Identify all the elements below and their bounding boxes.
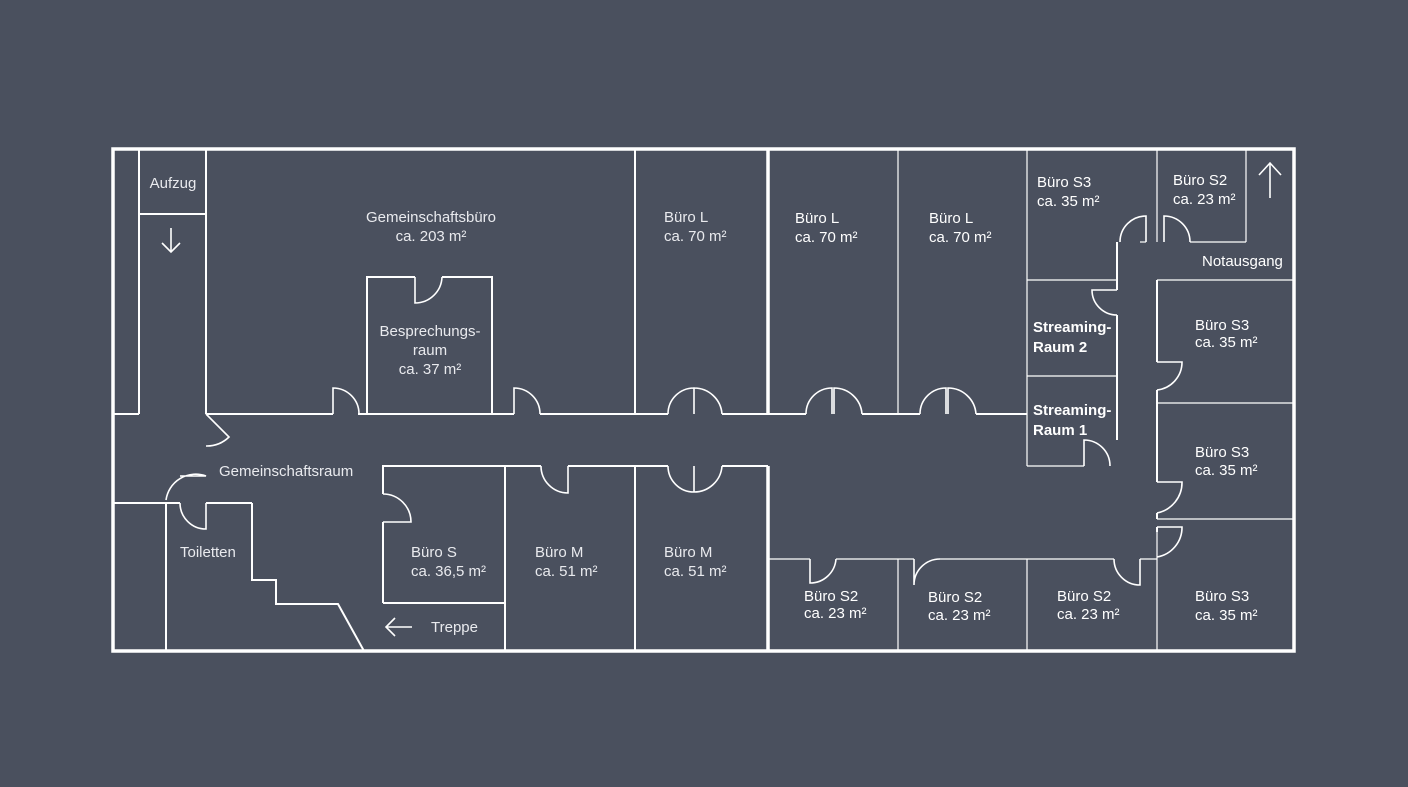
- room-label-buero-s3-top: Büro S3: [1037, 174, 1091, 191]
- room-label-besprechungsraum: Besprechungs-: [380, 323, 481, 340]
- room-label-buero-l-2: Büro L: [795, 210, 839, 227]
- room-area-buero-s2-bottom-3: ca. 23 m²: [1057, 606, 1120, 623]
- room-label-buero-s2-bottom-3: Büro S2: [1057, 588, 1111, 605]
- room-label-buero-s3-right-2: Büro S3: [1195, 444, 1249, 461]
- arrow-up-icon: [1258, 161, 1282, 198]
- room-area-gemeinschaftsbuero: ca. 203 m²: [396, 228, 467, 245]
- room-label-streaming-2-line2: Raum 2: [1033, 339, 1087, 356]
- right-rooms-walls: [1156, 279, 1294, 651]
- label-treppe: Treppe: [431, 619, 478, 636]
- arrow-down-icon: [161, 228, 181, 254]
- room-area-buero-s3-right-3: ca. 35 m²: [1195, 607, 1258, 624]
- room-label-gemeinschaftsraum: Gemeinschaftsraum: [219, 463, 353, 480]
- room-label-streaming-2: Streaming-: [1033, 319, 1111, 336]
- room-area-buero-l-1: ca. 70 m²: [664, 228, 727, 245]
- room-label-buero-s: Büro S: [411, 544, 457, 561]
- room-label-buero-s2-bottom-1: Büro S2: [804, 588, 858, 605]
- room-label-toiletten: Toiletten: [180, 544, 236, 561]
- room-area-buero-l-3: ca. 70 m²: [929, 229, 992, 246]
- room-label-buero-s3-right-3: Büro S3: [1195, 588, 1249, 605]
- room-area-buero-m-1: ca. 51 m²: [535, 563, 598, 580]
- room-area-besprechungsraum: ca. 37 m²: [399, 361, 462, 378]
- room-label-besprechungsraum-2: raum: [413, 342, 447, 359]
- room-label-buero-m-1: Büro M: [535, 544, 583, 561]
- room-label-streaming-1: Streaming-: [1033, 402, 1111, 419]
- room-label-buero-s2-top: Büro S2: [1173, 172, 1227, 189]
- arrow-left-icon: [384, 617, 412, 637]
- room-area-buero-s2-bottom-1: ca. 23 m²: [804, 605, 867, 622]
- room-area-buero-m-2: ca. 51 m²: [664, 563, 727, 580]
- room-label-buero-l-1: Büro L: [664, 209, 708, 226]
- room-label-buero-m-2: Büro M: [664, 544, 712, 561]
- meeting-room-walls: [366, 276, 493, 414]
- room-label-buero-s3-right-1: Büro S3: [1195, 317, 1249, 334]
- room-label-buero-l-3: Büro L: [929, 210, 973, 227]
- top-row-partitions: [634, 149, 1247, 414]
- room-label-gemeinschaftsbuero: Gemeinschaftsbüro: [366, 209, 496, 226]
- room-area-buero-s2-bottom-2: ca. 23 m²: [928, 607, 991, 624]
- room-area-buero-s3-right-1: ca. 35 m²: [1195, 334, 1258, 351]
- toilets-stairs-walls: [113, 502, 365, 652]
- doors: [165, 215, 1191, 586]
- room-area-buero-s2-top: ca. 23 m²: [1173, 191, 1236, 208]
- room-label-buero-s2-bottom-2: Büro S2: [928, 589, 982, 606]
- room-label-streaming-1-line2: Raum 1: [1033, 422, 1087, 439]
- bottom-row-walls: [382, 465, 1157, 651]
- room-area-buero-s: ca. 36,5 m²: [411, 563, 486, 580]
- label-notausgang: Notausgang: [1202, 253, 1283, 270]
- room-area-buero-s3-top: ca. 35 m²: [1037, 193, 1100, 210]
- streaming-rooms-walls: [1026, 242, 1118, 467]
- elevator-block: [113, 149, 207, 415]
- room-label-aufzug: Aufzug: [150, 175, 197, 192]
- room-area-buero-s3-right-2: ca. 35 m²: [1195, 462, 1258, 479]
- building-outline: [111, 147, 1296, 653]
- room-area-buero-l-2: ca. 70 m²: [795, 229, 858, 246]
